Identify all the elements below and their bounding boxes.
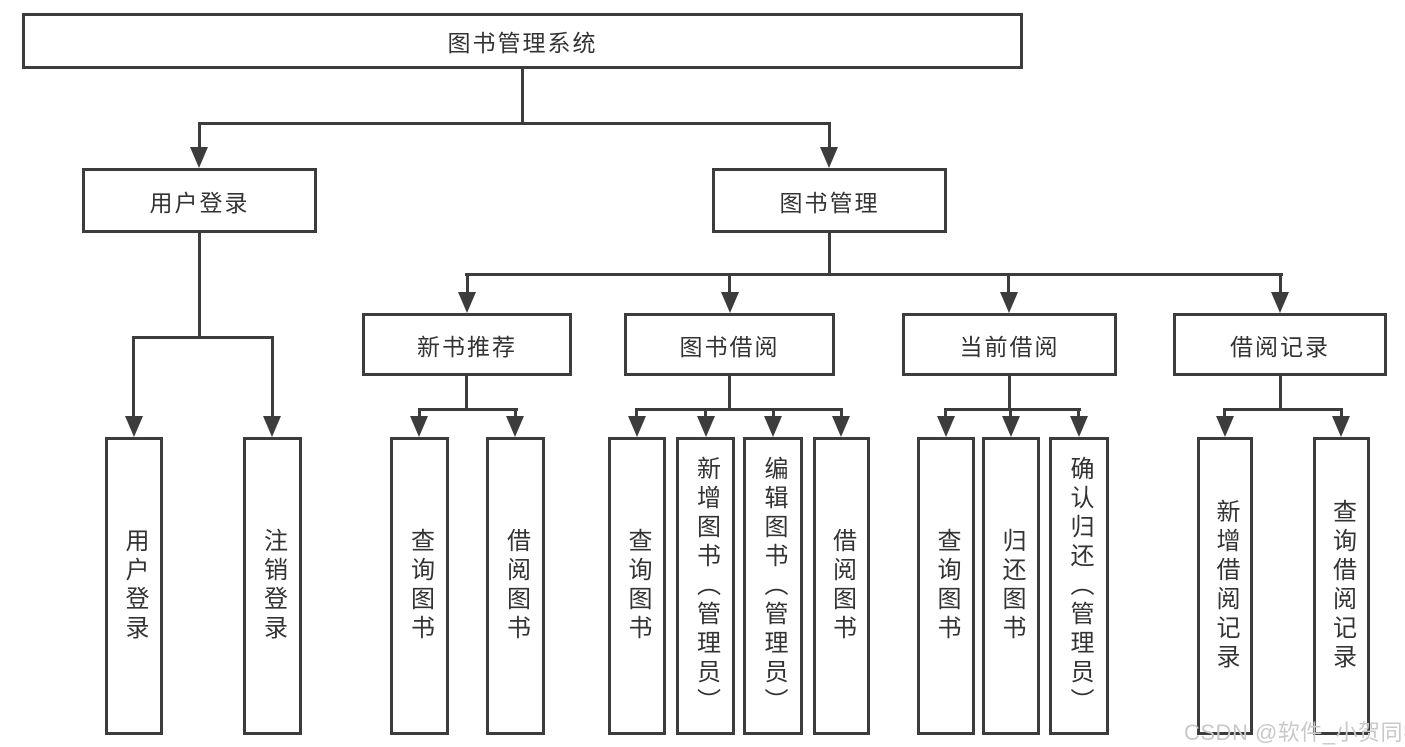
connector-leaf: [418, 408, 421, 420]
node-borrow-records: 借阅记录: [1173, 313, 1387, 376]
leaf-label: 查询图书: [406, 528, 434, 644]
leaf-add-books-admin: 新增图书（管理员）: [676, 437, 735, 735]
arrow-down-icon: [410, 416, 428, 437]
connector-new-books-rail: [418, 408, 518, 411]
leaf-query-borrow-record: 查询借阅记录: [1313, 437, 1370, 735]
arrow-down-icon: [721, 292, 739, 313]
connector-user-login-rail: [132, 336, 274, 339]
leaf-logout-label: 注销登录: [259, 528, 287, 644]
leaf-query-books-borrow: 查询图书: [608, 437, 666, 735]
node-book-mgmt-label: 图书管理: [779, 189, 880, 216]
leaf-logout: 注销登录: [243, 437, 302, 735]
leaf-edit-books-admin: 编辑图书（管理员）: [743, 437, 803, 735]
leaf-label: 确认归还（管理员）: [1066, 455, 1093, 717]
node-user-login-label: 用户登录: [149, 189, 250, 216]
connector-to-borrow-records: [1279, 273, 1282, 295]
leaf-query-books-current: 查询图书: [917, 437, 975, 735]
connector-leaf: [1340, 408, 1343, 420]
connector-to-leaf-login: [132, 336, 135, 416]
leaf-borrow-books-newbooks: 借阅图书: [486, 437, 545, 735]
arrow-down-icon: [190, 147, 208, 168]
arrow-down-icon: [832, 416, 850, 437]
arrow-down-icon: [937, 416, 955, 437]
leaf-label: 归还图书: [998, 528, 1025, 644]
connector-leaf: [704, 408, 707, 420]
connector-to-current-borrow: [1007, 273, 1010, 295]
leaf-return-books: 归还图书: [982, 437, 1040, 735]
connector-to-new-books: [466, 273, 469, 295]
connector-leaf: [514, 408, 517, 420]
connector-to-leaf-logout: [271, 336, 274, 416]
connector-leaf: [944, 408, 947, 420]
connector-root-stem: [521, 67, 524, 122]
connector-book-mgmt-stem: [828, 233, 831, 276]
leaf-label: 编辑图书（管理员）: [760, 455, 787, 717]
connector-leaf: [1009, 408, 1012, 420]
connector-user-login-stem: [198, 233, 201, 339]
csdn-watermark: CSDN @软件_小贺同学: [1184, 720, 1405, 745]
arrow-down-icon: [1002, 416, 1020, 437]
node-current-borrow: 当前借阅: [902, 313, 1117, 376]
connector-book-borrow-stem: [728, 376, 731, 411]
arrow-down-icon: [628, 416, 646, 437]
connector-current-borrow-rail: [944, 408, 1081, 411]
connector-book-mgmt-rail: [465, 273, 1283, 276]
connector-to-book-mgmt: [828, 122, 831, 150]
node-current-borrow-label: 当前借阅: [959, 333, 1060, 360]
node-new-books-label: 新书推荐: [417, 333, 517, 360]
node-book-borrow-label: 图书借阅: [679, 333, 780, 360]
leaf-label: 新增借阅记录: [1212, 499, 1239, 673]
connector-current-borrow-stem: [1008, 376, 1011, 411]
arrow-down-icon: [263, 416, 281, 437]
arrow-down-icon: [1332, 416, 1350, 437]
arrow-down-icon: [458, 292, 476, 313]
node-new-books: 新书推荐: [362, 313, 572, 376]
leaf-label: 查询借阅记录: [1328, 499, 1356, 673]
node-library-system: 图书管理系统: [22, 13, 1023, 69]
arrow-down-icon: [1216, 416, 1234, 437]
node-library-system-label: 图书管理系统: [447, 30, 598, 56]
leaf-query-books-newbooks: 查询图书: [390, 437, 449, 735]
connector-leaf: [840, 408, 843, 420]
connector-root-rail: [198, 122, 831, 125]
connector-new-books-stem: [465, 376, 468, 411]
arrow-down-icon: [764, 416, 782, 437]
node-user-login: 用户登录: [82, 168, 317, 233]
leaf-label: 查询图书: [624, 528, 651, 644]
leaf-label: 借阅图书: [828, 528, 856, 644]
connector-leaf: [1077, 408, 1080, 420]
arrow-down-icon: [1070, 416, 1088, 437]
leaf-user-login: 用户登录: [105, 437, 163, 735]
leaf-confirm-return-admin: 确认归还（管理员）: [1049, 437, 1109, 735]
leaf-label: 查询图书: [933, 528, 960, 644]
node-book-mgmt: 图书管理: [712, 168, 947, 233]
connector-leaf: [635, 408, 638, 420]
node-book-borrow: 图书借阅: [624, 313, 835, 376]
connector-to-book-borrow: [728, 273, 731, 295]
leaf-label: 借阅图书: [502, 528, 530, 644]
arrow-down-icon: [1271, 292, 1289, 313]
leaf-add-borrow-record: 新增借阅记录: [1197, 437, 1253, 735]
connector-to-user-login: [198, 122, 201, 150]
leaf-user-login-label: 用户登录: [121, 528, 148, 644]
arrow-down-icon: [125, 416, 143, 437]
arrow-down-icon: [697, 416, 715, 437]
connector-leaf: [772, 408, 775, 420]
leaf-label: 新增图书（管理员）: [692, 455, 720, 717]
node-borrow-records-label: 借阅记录: [1230, 333, 1330, 360]
connector-borrow-records-stem: [1279, 376, 1282, 411]
arrow-down-icon: [506, 416, 524, 437]
arrow-down-icon: [1000, 292, 1018, 313]
connector-leaf: [1223, 408, 1226, 420]
connector-book-borrow-rail: [635, 408, 843, 411]
connector-borrow-records-rail: [1223, 408, 1343, 411]
arrow-down-icon: [820, 147, 838, 168]
leaf-borrow-books: 借阅图书: [813, 437, 870, 735]
